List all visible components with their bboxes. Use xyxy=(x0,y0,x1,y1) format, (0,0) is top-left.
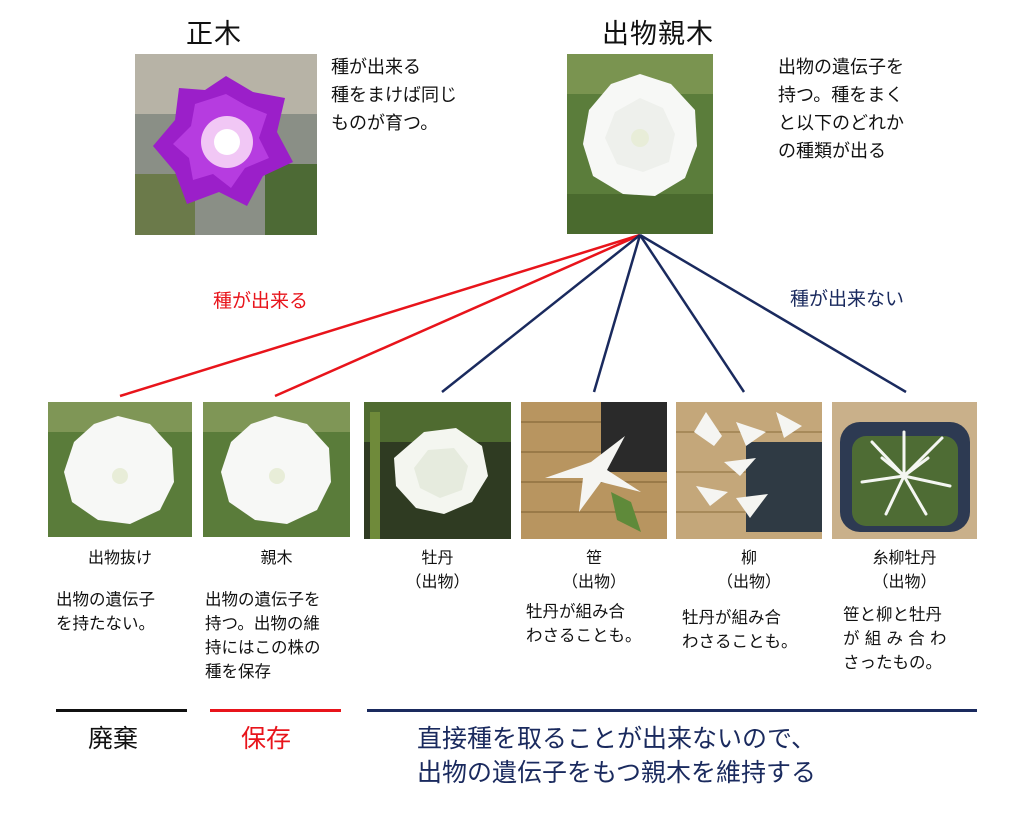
child-photo-demono-nuke xyxy=(48,402,192,537)
white-fringed-flower-image xyxy=(676,402,822,539)
desc-yanagi: 牡丹が組み合 わさることも。 xyxy=(682,608,798,651)
branch-line-to-itoyanagi-botan xyxy=(639,233,907,394)
masaki-description: 種が出来る 種をまけば同じ ものが育つ。 xyxy=(331,57,457,134)
white-morning-glory-image xyxy=(567,54,713,234)
masaki-title: 正木 xyxy=(186,19,242,50)
white-flower-image xyxy=(203,402,350,537)
seed-possible-label: 種が出来る xyxy=(213,290,309,312)
demono-oyagi-description: 出物の遺伝子を 持つ。種をまく と以下のどれか の種類が出る xyxy=(778,57,904,162)
desc-sasa: 牡丹が組み合 わさることも。 xyxy=(526,602,642,645)
purple-morning-glory-image xyxy=(135,54,317,235)
maintain-message: 直接種を取ることが出来ないので、 出物の遺伝子をもつ親木を維持する xyxy=(417,724,817,787)
caption-yanagi: 柳 （出物） xyxy=(716,548,781,591)
white-flower-image xyxy=(48,402,192,537)
branch-line-to-yanagi xyxy=(638,234,746,393)
caption-demono-nuke: 出物抜け xyxy=(87,548,152,567)
child-photo-oyagi xyxy=(203,402,350,537)
branch-line-to-demono-nuke xyxy=(119,233,641,398)
white-double-flower-image xyxy=(364,402,511,539)
caption-itoyanagi-botan: 糸柳牡丹 （出物） xyxy=(872,548,937,591)
child-photo-botan xyxy=(364,402,511,539)
caption-botan: 牡丹 （出物） xyxy=(405,548,470,591)
white-thread-flower-image xyxy=(832,402,977,539)
desc-demono-nuke: 出物の遺伝子 を持たない。 xyxy=(56,590,155,633)
child-photo-itoyanagi-botan xyxy=(832,402,977,539)
caption-oyagi: 親木 xyxy=(260,548,293,567)
branch-line-to-sasa xyxy=(592,234,642,393)
branch-line-to-botan xyxy=(441,234,641,393)
maintain-rule xyxy=(367,709,977,712)
caption-sasa: 笹 （出物） xyxy=(561,548,626,591)
masaki-photo xyxy=(135,54,317,235)
discard-rule xyxy=(56,709,187,712)
discard-label: 廃棄 xyxy=(88,724,139,753)
demono-oyagi-title: 出物親木 xyxy=(602,19,714,50)
keep-label: 保存 xyxy=(241,724,292,753)
red-branch-lines xyxy=(119,233,641,398)
keep-rule xyxy=(210,709,341,712)
desc-oyagi: 出物の遺伝子を 持つ。出物の維 持にはこの株の 種を保存 xyxy=(205,590,321,681)
white-star-flower-image xyxy=(521,402,667,539)
demono-oyagi-photo xyxy=(567,54,713,234)
navy-branch-lines xyxy=(441,233,907,394)
child-photo-sasa xyxy=(521,402,667,539)
child-photo-yanagi xyxy=(676,402,822,539)
branch-line-to-oyagi xyxy=(274,233,641,398)
desc-itoyanagi-botan: 笹と柳と牡丹 が 組 み 合 わ さったもの。 xyxy=(843,605,947,672)
seed-impossible-label: 種が出来ない xyxy=(790,288,905,310)
